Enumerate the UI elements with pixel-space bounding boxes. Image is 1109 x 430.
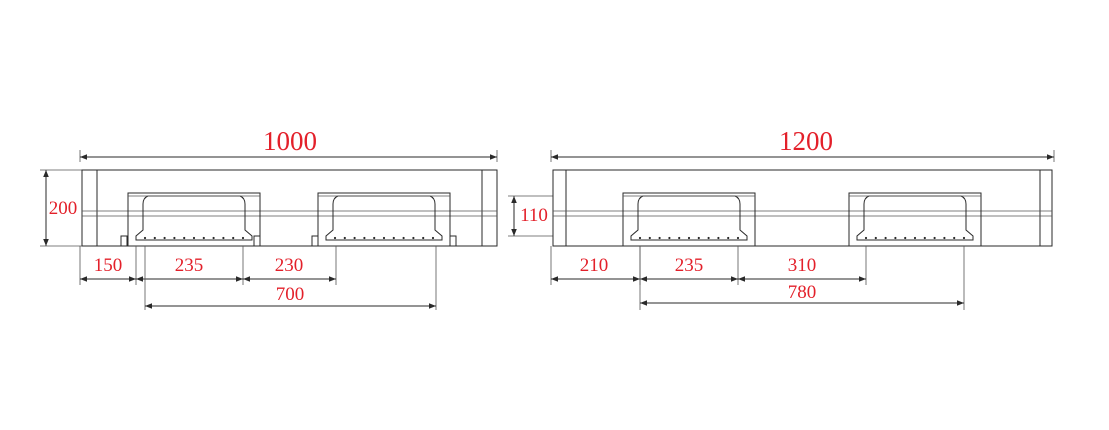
drain-hole [173,236,176,240]
left-drain-holes [143,236,435,240]
left-dims-row2: 700 [144,246,437,310]
left-dim-700: 700 [276,284,305,305]
drain-hole [241,236,245,240]
drain-hole [953,236,956,240]
drain-hole [668,236,671,240]
drain-hole [904,236,907,240]
drain-hole [183,236,186,240]
drain-hole [222,236,225,240]
drain-hole [658,236,661,240]
drain-hole [343,236,346,240]
drain-hole [202,236,205,240]
right-dim-310: 310 [788,255,817,276]
drain-hole [874,236,877,240]
right-pallet-body [552,169,1053,247]
drain-hole [923,236,926,240]
left-dim-150: 150 [94,255,123,276]
right-dim-235: 235 [675,255,704,276]
drain-hole [422,236,425,240]
drain-hole [431,236,435,240]
left-overall-length-label: 1000 [263,126,317,156]
left-height-dimension: 200 [40,169,82,247]
drain-hole [933,236,936,240]
drain-hole [192,236,196,240]
drain-hole [913,236,917,240]
drain-hole [353,236,356,240]
right-overall-dimension: 1200 [550,126,1055,162]
drain-hole [864,236,868,240]
right-overall-length-label: 1200 [779,126,833,156]
drain-hole [402,236,405,240]
right-drain-holes [638,236,966,240]
left-dim-235: 235 [175,255,204,276]
drain-hole [687,236,691,240]
drain-hole [962,236,966,240]
drain-hole [736,236,740,240]
right-dim-210: 210 [580,255,609,276]
right-dim-780: 780 [788,282,817,303]
drain-hole [727,236,730,240]
drain-hole [382,236,386,240]
right-height-dimension: 110 [508,195,553,237]
drain-hole [697,236,700,240]
drain-hole [232,236,235,240]
drain-hole [333,236,337,240]
drain-hole [212,236,215,240]
right-dims-row1: 210 235 310 [550,246,867,285]
drain-hole [143,236,147,240]
drain-hole [707,236,710,240]
drain-hole [163,236,166,240]
right-pallet: 1200 110 [508,126,1055,310]
drain-hole [717,236,720,240]
drain-hole [638,236,642,240]
drain-hole [884,236,887,240]
right-dims-row2: 780 [639,246,965,310]
drain-hole [648,236,651,240]
drain-hole [678,236,681,240]
left-pallet-body [81,169,498,247]
drain-hole [363,236,366,240]
drain-hole [153,236,156,240]
left-overall-dimension: 1000 [79,126,498,162]
left-dims-row1: 150 235 230 [79,246,337,285]
drain-hole [392,236,395,240]
left-height-label: 200 [49,198,78,219]
left-pallet: 1000 200 [40,126,498,310]
drain-hole [412,236,415,240]
right-height-label: 110 [520,205,548,226]
drain-hole [894,236,897,240]
drain-hole [943,236,946,240]
drain-hole [373,236,376,240]
left-dim-230: 230 [275,255,304,276]
